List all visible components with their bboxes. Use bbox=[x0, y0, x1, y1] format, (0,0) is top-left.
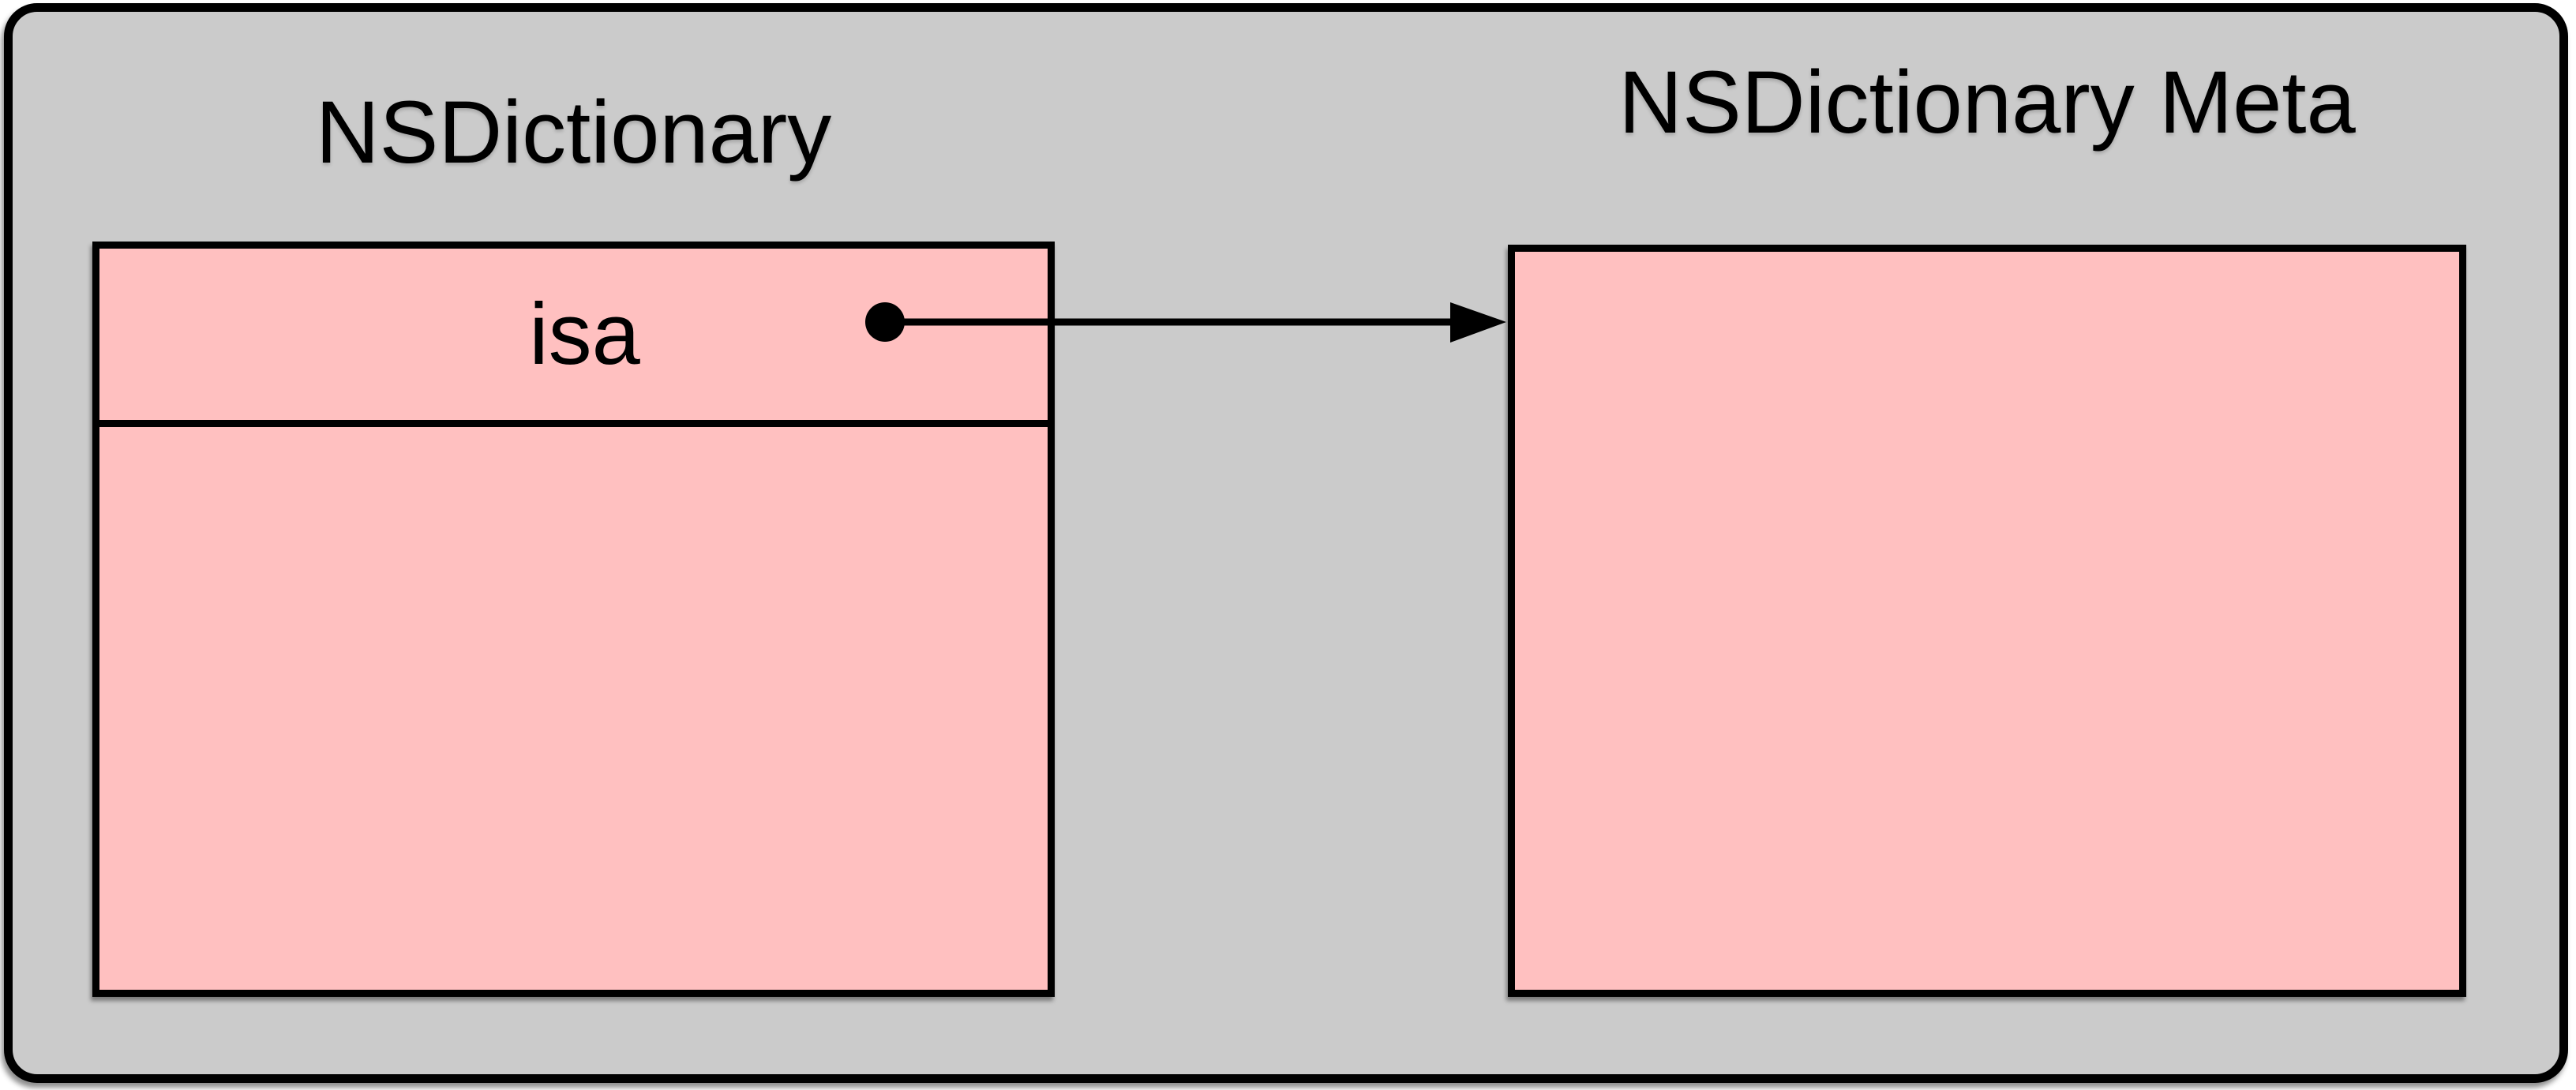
isa-field-label: isa bbox=[529, 285, 640, 383]
left-class-box: isa bbox=[92, 242, 1055, 997]
isa-field-row: isa bbox=[99, 249, 1048, 427]
right-class-title: NSDictionary Meta bbox=[1618, 53, 2356, 152]
left-class-title: NSDictionary bbox=[315, 83, 832, 182]
right-class-box bbox=[1508, 245, 2466, 997]
